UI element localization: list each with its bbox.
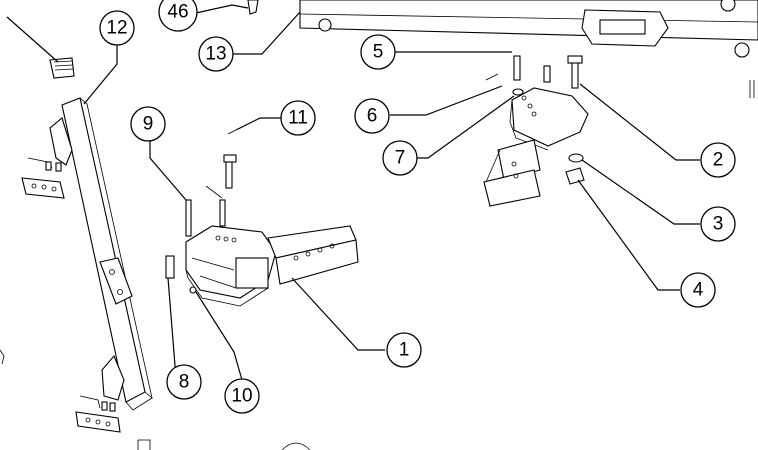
- leader-line-1: [291, 277, 385, 351]
- leader-line-6: [390, 85, 503, 116]
- callout-10: 10: [224, 378, 260, 414]
- leader-line-13: [232, 11, 301, 55]
- callout-11-label: 11: [288, 108, 308, 129]
- callout-8: 8: [166, 364, 202, 400]
- top-frame-rail: [299, 0, 758, 98]
- callout-1: 1: [386, 332, 422, 368]
- leader-line-7: [400, 95, 515, 159]
- callout-8-label: 8: [179, 372, 190, 393]
- callout-4: 4: [680, 272, 716, 308]
- callout-5-label: 5: [373, 42, 384, 63]
- callout-5: 5: [360, 34, 396, 70]
- leader-line-3: [581, 159, 700, 225]
- callout-7: 7: [382, 140, 418, 176]
- callout-3: 3: [700, 206, 736, 242]
- leader-line-small-part: [6, 16, 59, 63]
- leader-line-46: [195, 4, 249, 14]
- callout-6-label: 6: [367, 106, 378, 127]
- leader-line-2: [579, 83, 700, 161]
- callout-46-label: 46: [167, 2, 188, 23]
- callout-1-label: 1: [399, 340, 410, 361]
- leader-line-12: [83, 44, 118, 105]
- callout-11: 11: [280, 100, 316, 136]
- callout-10-label: 10: [231, 386, 252, 407]
- left-hitch-assembly: [165, 129, 359, 307]
- callout-46: 46: [158, 0, 198, 32]
- callout-2: 2: [700, 142, 736, 178]
- callout-13-label: 13: [205, 44, 226, 65]
- leader-line-11: [235, 117, 282, 131]
- left-beam: [0, 97, 311, 450]
- callout-9: 9: [130, 106, 166, 142]
- callout-6: 6: [354, 98, 390, 134]
- leader-line-4: [577, 179, 680, 291]
- leader-line-10: [195, 291, 243, 381]
- small-block-part: [49, 0, 259, 79]
- callout-12: 12: [99, 10, 135, 46]
- callout-4-label: 4: [693, 280, 704, 301]
- right-hitch-assembly: [483, 55, 589, 207]
- callout-12-label: 12: [106, 18, 127, 39]
- leader-line-9: [149, 140, 187, 201]
- callout-3-label: 3: [713, 214, 724, 235]
- callout-9-label: 9: [143, 114, 154, 135]
- callout-2-label: 2: [713, 150, 724, 171]
- leader-lines: [6, 4, 700, 381]
- callout-7-label: 7: [395, 148, 406, 169]
- leader-line-8: [167, 277, 184, 379]
- callout-13: 13: [198, 36, 234, 72]
